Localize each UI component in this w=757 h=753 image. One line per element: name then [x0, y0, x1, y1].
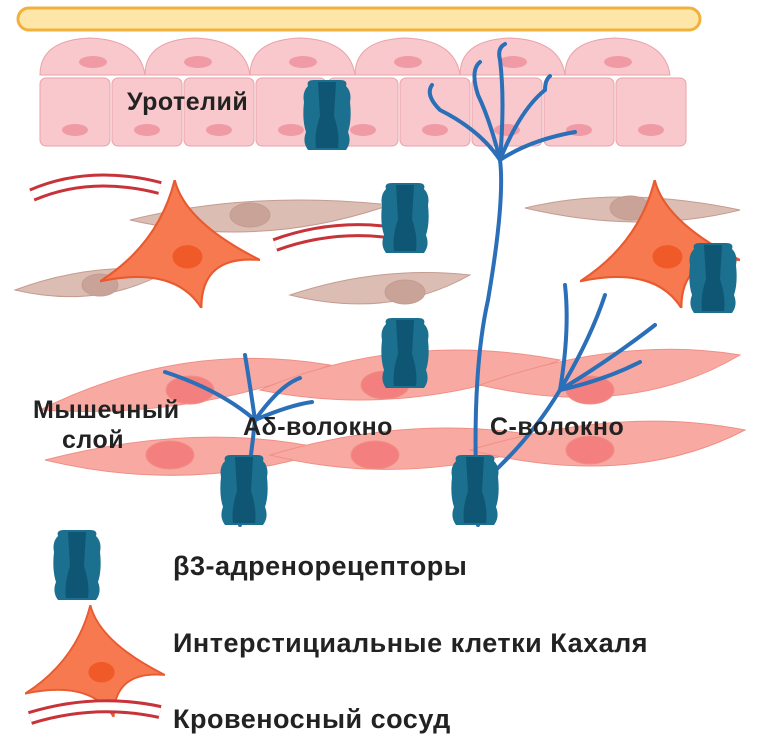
b3-receptor — [451, 455, 499, 525]
urothelial-cell — [111, 77, 183, 147]
b3-receptor — [303, 80, 351, 150]
cell-nucleus — [62, 124, 88, 136]
urothelial-cell — [543, 77, 615, 147]
legend-receptor-label: β3-адренорецепторы — [173, 551, 468, 581]
urothelial-cell — [399, 77, 471, 147]
cell-nucleus — [278, 124, 304, 136]
legend-vessel-icon — [27, 699, 162, 725]
lumen-layer — [16, 6, 702, 32]
urothelial-cell — [183, 77, 255, 147]
muscle-layer-label-1: Мышечный — [33, 396, 180, 424]
cell-nucleus — [350, 124, 376, 136]
blood-vessels — [29, 173, 389, 252]
cell-nucleus — [134, 124, 160, 136]
c-fiber — [427, 42, 657, 527]
urothelium-label: Уротелий — [127, 88, 249, 116]
c-fiber-label: С-волокно — [490, 413, 625, 441]
cell-nucleus — [638, 124, 664, 136]
b3-receptor — [220, 455, 268, 525]
urothelium-top-row — [39, 37, 671, 76]
legend-vessel-label: Кровеносный сосуд — [173, 704, 451, 734]
legend-receptor-icon — [53, 530, 101, 600]
b3-receptor — [689, 243, 737, 313]
cell-nucleus — [422, 124, 448, 136]
legend-icc-label: Интерстициальные клетки Кахаля — [173, 628, 649, 658]
a-delta-fiber-label: Аδ-волокно — [243, 413, 393, 441]
cell-nucleus — [206, 124, 232, 136]
urothelium-basal-row — [39, 77, 687, 147]
urothelial-cell — [39, 77, 111, 147]
b3-receptor — [381, 318, 429, 388]
muscle-layer-label-2: слой — [62, 426, 125, 454]
urothelial-cell — [615, 77, 687, 147]
b3-receptor — [381, 183, 429, 253]
